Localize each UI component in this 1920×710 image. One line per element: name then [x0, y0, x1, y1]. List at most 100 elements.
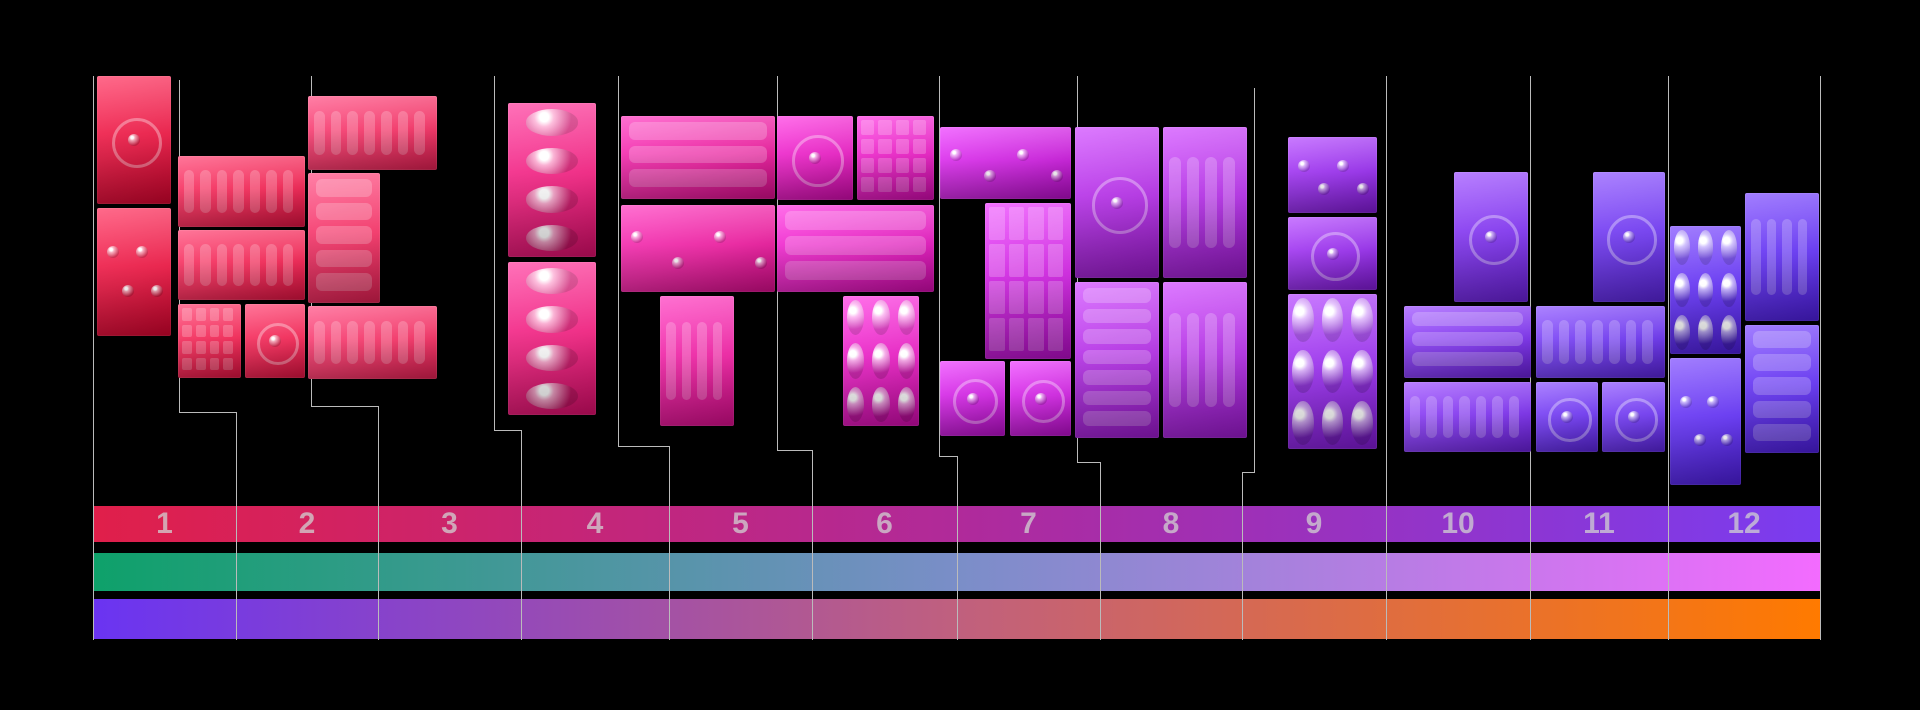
stripe-decoration — [1028, 207, 1044, 240]
stripe-decoration — [1412, 332, 1523, 346]
stripe-decoration — [233, 244, 244, 286]
sphere-decoration — [1680, 396, 1692, 409]
divider-line-lower — [378, 406, 379, 640]
ring-decoration — [1548, 398, 1592, 442]
stripe-decoration — [1753, 400, 1811, 418]
stripe-decoration — [912, 120, 926, 135]
stripe-decoration — [666, 322, 676, 400]
sphere-decoration — [1337, 159, 1350, 172]
sphere-decoration — [1321, 401, 1344, 445]
stripe-decoration — [861, 139, 875, 154]
sphere-decoration — [1707, 396, 1720, 409]
sphere-decoration — [1326, 247, 1339, 260]
sphere-decoration — [672, 257, 685, 270]
stripe-decoration — [785, 236, 926, 255]
divider-line-lower — [957, 456, 958, 640]
stripe-decoration — [697, 322, 707, 400]
divider-line-lower — [669, 446, 670, 640]
sphere-decoration — [1693, 434, 1706, 447]
stripe-decoration — [316, 249, 372, 268]
stripe-decoration — [216, 170, 228, 213]
sphere-decoration — [1485, 231, 1497, 243]
sphere-decoration — [1623, 231, 1635, 243]
design-tile — [1288, 137, 1377, 213]
sphere-decoration — [847, 343, 865, 379]
sphere-decoration — [1017, 148, 1030, 161]
sphere-decoration — [1034, 392, 1047, 405]
stripe-decoration — [364, 110, 375, 156]
divider-line-lower — [1242, 472, 1243, 640]
ring-decoration — [1022, 380, 1065, 423]
design-tile — [1163, 127, 1247, 278]
ring-decoration — [953, 379, 998, 424]
sphere-decoration — [755, 257, 767, 270]
stripe-decoration — [316, 273, 372, 291]
tile-shading — [1670, 358, 1741, 485]
stripe-decoration — [1492, 396, 1503, 438]
stripe-decoration — [1008, 244, 1024, 277]
sphere-decoration — [1351, 298, 1373, 342]
design-tile — [1593, 172, 1665, 302]
ring-decoration — [792, 135, 844, 187]
ring-decoration — [1468, 214, 1520, 266]
stripe-decoration — [380, 110, 392, 156]
stripe-decoration — [347, 110, 359, 156]
design-tile — [1288, 294, 1377, 449]
divider-line-step — [1077, 462, 1101, 463]
stripe-decoration — [1625, 320, 1637, 364]
ring-decoration — [257, 323, 299, 365]
stripe-decoration — [878, 177, 892, 192]
sphere-decoration — [847, 386, 865, 422]
design-tile — [777, 205, 934, 292]
stripe-decoration — [1008, 281, 1024, 314]
stripe-decoration — [1028, 318, 1044, 351]
design-tile — [245, 304, 305, 378]
stripe-decoration — [1008, 318, 1024, 351]
stripe-decoration — [1187, 157, 1199, 248]
column-number-1: 1 — [156, 507, 173, 540]
sphere-decoration — [1697, 315, 1714, 350]
column-number-5: 5 — [732, 507, 749, 540]
sphere-decoration — [1321, 298, 1344, 342]
stripe-decoration — [1542, 320, 1553, 364]
color-band-bottom — [93, 599, 1820, 639]
stripe-decoration — [316, 226, 372, 244]
divider-line-step — [777, 450, 813, 451]
stripe-decoration — [1008, 207, 1024, 240]
stripe-decoration — [712, 322, 722, 400]
stripe-decoration — [681, 322, 691, 400]
stripe-decoration — [1558, 320, 1570, 364]
stripe-decoration — [314, 110, 325, 156]
stripe-decoration — [1782, 218, 1792, 296]
stripe-decoration — [397, 110, 409, 156]
tile-shading — [97, 208, 171, 336]
divider-line-step — [311, 406, 379, 407]
sphere-decoration — [525, 268, 579, 295]
stripe-decoration — [1083, 390, 1151, 406]
sphere-decoration — [525, 224, 579, 251]
stripe-decoration — [1169, 157, 1181, 248]
stripe-decoration — [223, 341, 233, 354]
stripe-decoration — [216, 244, 228, 286]
stripe-decoration — [1187, 313, 1199, 407]
sphere-decoration — [809, 152, 821, 164]
sphere-decoration — [1292, 298, 1314, 342]
design-tile — [308, 173, 380, 303]
sphere-decoration — [1697, 272, 1714, 308]
sphere-decoration — [897, 343, 915, 379]
design-tile — [508, 262, 596, 415]
design-tile — [1010, 361, 1071, 436]
sphere-decoration — [872, 386, 890, 422]
design-tile — [1404, 382, 1531, 452]
sphere-decoration — [525, 382, 579, 409]
column-number-2: 2 — [298, 507, 316, 540]
sphere-decoration — [966, 392, 979, 405]
stripe-decoration — [629, 122, 767, 140]
stripe-decoration — [364, 320, 375, 365]
stripe-decoration — [878, 139, 892, 154]
stripe-decoration — [1508, 396, 1519, 438]
column-number-11: 11 — [1583, 507, 1615, 540]
sphere-decoration — [631, 231, 643, 244]
design-tile — [1075, 282, 1159, 438]
